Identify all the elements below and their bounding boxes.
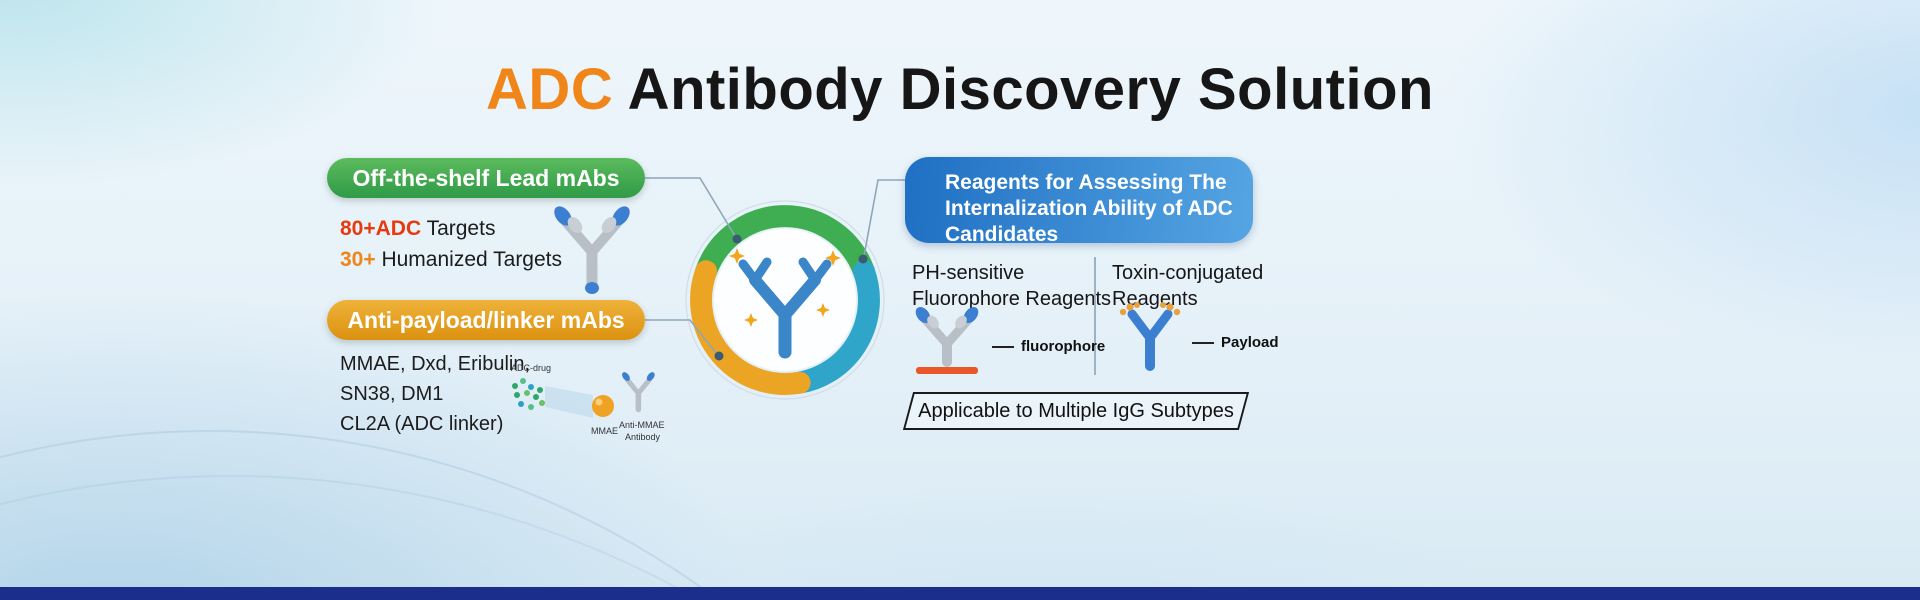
fluorophore-tag-label: fluorophore xyxy=(1021,338,1106,355)
title-highlight: ADC xyxy=(486,57,614,122)
fluorophore-tag: fluorophore xyxy=(992,338,1105,355)
toxin-conjugated-title: Toxin-conjugated Reagents xyxy=(1112,260,1263,312)
anti-mmae-label-line1: Anti-MMAE xyxy=(619,420,665,430)
stat-adc-label: Targets xyxy=(421,217,496,240)
lead-mabs-stats: 80+ADC Targets 30+ Humanized Targets xyxy=(340,213,562,275)
stat-humanized-targets: 30+ Humanized Targets xyxy=(340,244,562,275)
mmae-sphere-highlight xyxy=(595,398,603,406)
stat-adc-targets: 80+ADC Targets xyxy=(340,213,562,244)
column-divider xyxy=(1094,257,1096,375)
adc-drug-diagram: ADC-drug MMAE Anti-MMAE Antibody xyxy=(503,362,678,457)
adc-drug-label: ADC-drug xyxy=(511,363,552,373)
payload-list: MMAE, Dxd, Eribulin, SN38, DM1 CL2A (ADC… xyxy=(340,349,530,439)
stat-adc-value: 80+ADC xyxy=(340,217,422,240)
fluorophore-antibody-icon xyxy=(915,307,979,374)
payload-tag: Payload xyxy=(1192,334,1279,351)
ring-segment-teal xyxy=(788,260,880,394)
ring-inner-disc xyxy=(714,229,856,371)
pointer-dash xyxy=(992,345,1014,348)
adc-drug-diagram-art xyxy=(512,372,655,418)
lead-mabs-banner: Off-the-shelf Lead mAbs xyxy=(327,158,645,198)
anti-mmae-antibody-icon xyxy=(622,372,655,413)
ph-sensitive-title-line1: PH-sensitive xyxy=(912,262,1025,284)
mmae-label: MMAE xyxy=(591,426,618,436)
ph-sensitive-title-line2: Fluorophore Reagents xyxy=(912,288,1112,310)
lead-mabs-banner-label: Off-the-shelf Lead mAbs xyxy=(352,165,620,191)
center-antibody-icon xyxy=(729,248,841,359)
payload-line-3: CL2A (ADC linker) xyxy=(340,413,504,435)
payload-mabs-banner: Anti-payload/linker mAbs xyxy=(327,300,645,340)
payload-stars xyxy=(729,248,841,327)
toxin-payload-dots xyxy=(1119,302,1181,316)
page-title: ADC Antibody Discovery Solution xyxy=(0,56,1920,123)
toxin-conjugated-title-line2: Reagents xyxy=(1112,288,1198,310)
reagents-banner: Reagents for Assessing The Internalizati… xyxy=(905,157,1253,246)
igg-subtypes-box: Applicable to Multiple IgG Subtypes xyxy=(902,392,1250,430)
drug-molecule-dots xyxy=(512,378,545,410)
payload-line-2: SN38, DM1 xyxy=(340,383,444,405)
footer-bar xyxy=(0,587,1920,600)
anti-mmae-label-line2: Antibody xyxy=(625,432,661,442)
mmae-sphere xyxy=(592,395,614,417)
toxin-antibody-icon xyxy=(1119,302,1181,371)
fluorophore-bar xyxy=(916,367,978,374)
pointer-dash xyxy=(1192,341,1214,344)
reagents-banner-line1: Reagents for Assessing The xyxy=(945,171,1227,194)
igg-subtypes-label: Applicable to Multiple IgG Subtypes xyxy=(918,400,1234,422)
ring-outline xyxy=(685,200,885,400)
beam xyxy=(545,386,593,418)
reagents-banner-line2: Internalization Ability of ADC xyxy=(945,197,1233,220)
stat-humanized-value: 30+ xyxy=(340,248,376,271)
adc-ring-diagram xyxy=(685,200,885,400)
payload-mabs-banner-label: Anti-payload/linker mAbs xyxy=(347,307,625,333)
ph-sensitive-title: PH-sensitive Fluorophore Reagents xyxy=(912,260,1111,312)
stat-humanized-label: Humanized Targets xyxy=(375,248,562,271)
toxin-conjugated-title-line1: Toxin-conjugated xyxy=(1112,262,1264,284)
payload-tag-label: Payload xyxy=(1221,334,1279,351)
payload-line-1: MMAE, Dxd, Eribulin, xyxy=(340,353,531,375)
title-rest: Antibody Discovery Solution xyxy=(613,57,1434,122)
reagents-banner-line3: Candidates xyxy=(945,223,1059,246)
antibody-icon xyxy=(554,206,630,294)
ring-segment-green xyxy=(695,205,875,283)
